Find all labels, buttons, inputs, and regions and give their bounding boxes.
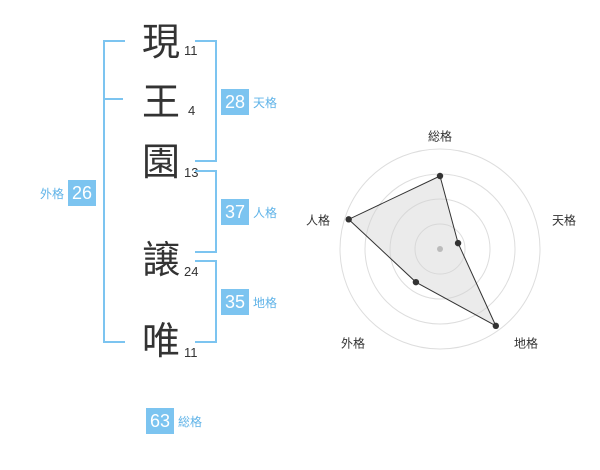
jinkaku-value: 37 (221, 199, 249, 225)
radar-axis-label-4: 外格 (341, 336, 365, 351)
radar-ring-4 (339, 148, 541, 350)
gaikaku-bracket (103, 40, 125, 343)
name-char-3: 園 (142, 140, 181, 184)
soukaku-label: 総格 (178, 414, 203, 429)
chikaku-bracket (195, 260, 217, 343)
radar-point-3 (492, 322, 500, 330)
chikaku-value: 35 (221, 289, 249, 315)
stroke-count-3: 13 (184, 165, 199, 180)
stroke-count-5: 11 (184, 345, 198, 360)
stroke-count-1: 11 (184, 43, 198, 58)
tenkaku-value: 28 (221, 89, 249, 115)
gaikaku-bracket-tick (103, 98, 123, 100)
tenkaku-label: 天格 (253, 95, 278, 110)
stroke-count-2: 4 (188, 103, 196, 118)
gaikaku-value: 26 (68, 180, 97, 206)
name-char-1: 現 (142, 20, 181, 64)
radar-axis-label-1: 総格 (428, 129, 452, 144)
radar-ring-1 (414, 223, 466, 275)
gaikaku-badge: 外格 26 (40, 180, 97, 206)
radar-point-1 (436, 172, 444, 180)
radar-point-5 (345, 216, 352, 223)
gaikaku-label: 外格 (40, 186, 65, 201)
name-char-5: 唯 (142, 319, 181, 363)
soukaku-value: 63 (146, 408, 174, 434)
name-char-2: 王 (142, 80, 181, 124)
chikaku-badge: 35 地格 (221, 289, 277, 315)
radar-area (347, 175, 497, 328)
radar-axis-label-2: 天格 (552, 213, 576, 228)
stroke-count-4: 24 (184, 264, 199, 279)
radar-axis-label-3: 地格 (514, 336, 538, 351)
jinkaku-bracket (195, 170, 217, 253)
chikaku-label: 地格 (253, 295, 278, 310)
radar-ring-2 (389, 198, 491, 300)
radar-point-4 (412, 278, 420, 286)
jinkaku-badge: 37 人格 (221, 199, 277, 225)
jinkaku-label: 人格 (253, 205, 278, 220)
radar-axis-label-5: 人格 (306, 213, 330, 228)
tenkaku-bracket (195, 40, 217, 162)
radar-point-2 (454, 239, 462, 247)
name-char-4: 譲 (142, 238, 181, 282)
tenkaku-badge: 28 天格 (221, 89, 277, 115)
soukaku-badge: 63 総格 (146, 408, 202, 434)
radar-center-dot (437, 246, 443, 252)
